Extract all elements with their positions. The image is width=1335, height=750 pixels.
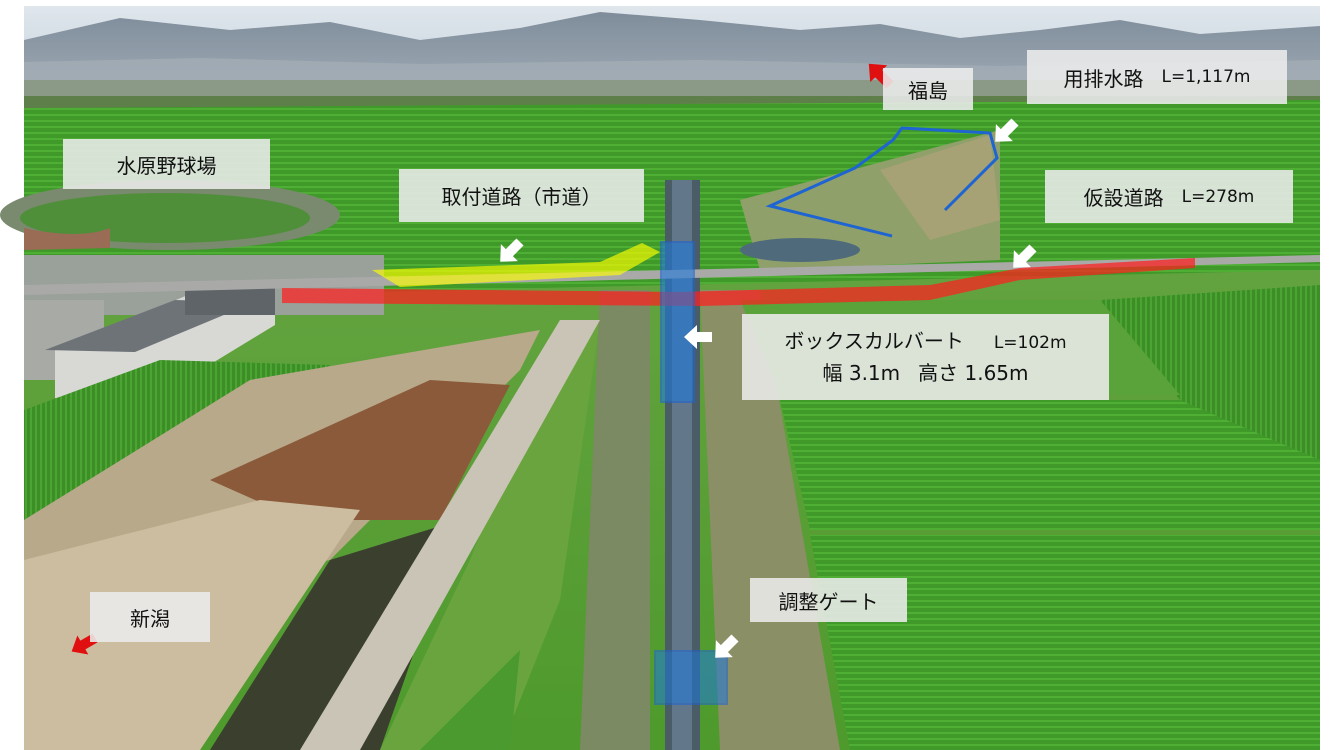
drainage-label: 用排水路 L=1,117m <box>1027 50 1287 104</box>
gate-text: 調整ゲート <box>778 589 879 614</box>
temp-road-name: 仮設道路 <box>1083 186 1164 210</box>
fukushima-label: 福島 <box>883 68 973 110</box>
culvert-width: 幅 3.1m <box>822 361 901 385</box>
drainage-name: 用排水路 <box>1063 66 1144 91</box>
drainage-length: L=1,117m <box>1161 67 1251 87</box>
culvert-height: 高さ 1.65m <box>918 361 1029 385</box>
white-arrow-icon <box>684 325 712 349</box>
access-road-text: 取付道路（市道） <box>441 185 602 209</box>
access-road-label: 取付道路（市道） <box>399 169 644 222</box>
white-arrow-icon <box>1013 244 1037 268</box>
culvert-overlay <box>660 241 695 403</box>
white-arrow-icon <box>500 238 524 262</box>
culvert-name: ボックスカルバート <box>784 329 964 353</box>
gate-overlay <box>654 650 728 705</box>
fukushima-text: 福島 <box>908 78 948 103</box>
drainage-outline <box>765 126 999 238</box>
temporary-road-overlay <box>282 258 1195 306</box>
culvert-label: ボックスカルバート L=102m 幅 3.1m 高さ 1.65m <box>742 314 1109 400</box>
stadium-label: 水原野球場 <box>63 139 270 189</box>
niigata-text: 新潟 <box>130 606 170 631</box>
access-road-overlay <box>372 243 660 287</box>
temp-road-label: 仮設道路 L=278m <box>1045 170 1293 223</box>
white-arrow-icon <box>995 118 1019 142</box>
temp-road-length: L=278m <box>1181 186 1255 207</box>
niigata-label: 新潟 <box>90 592 210 642</box>
stadium-name: 水原野球場 <box>116 153 217 178</box>
gate-label: 調整ゲート <box>750 578 907 622</box>
culvert-length: L=102m <box>993 333 1067 353</box>
white-arrow-icon <box>715 634 739 658</box>
